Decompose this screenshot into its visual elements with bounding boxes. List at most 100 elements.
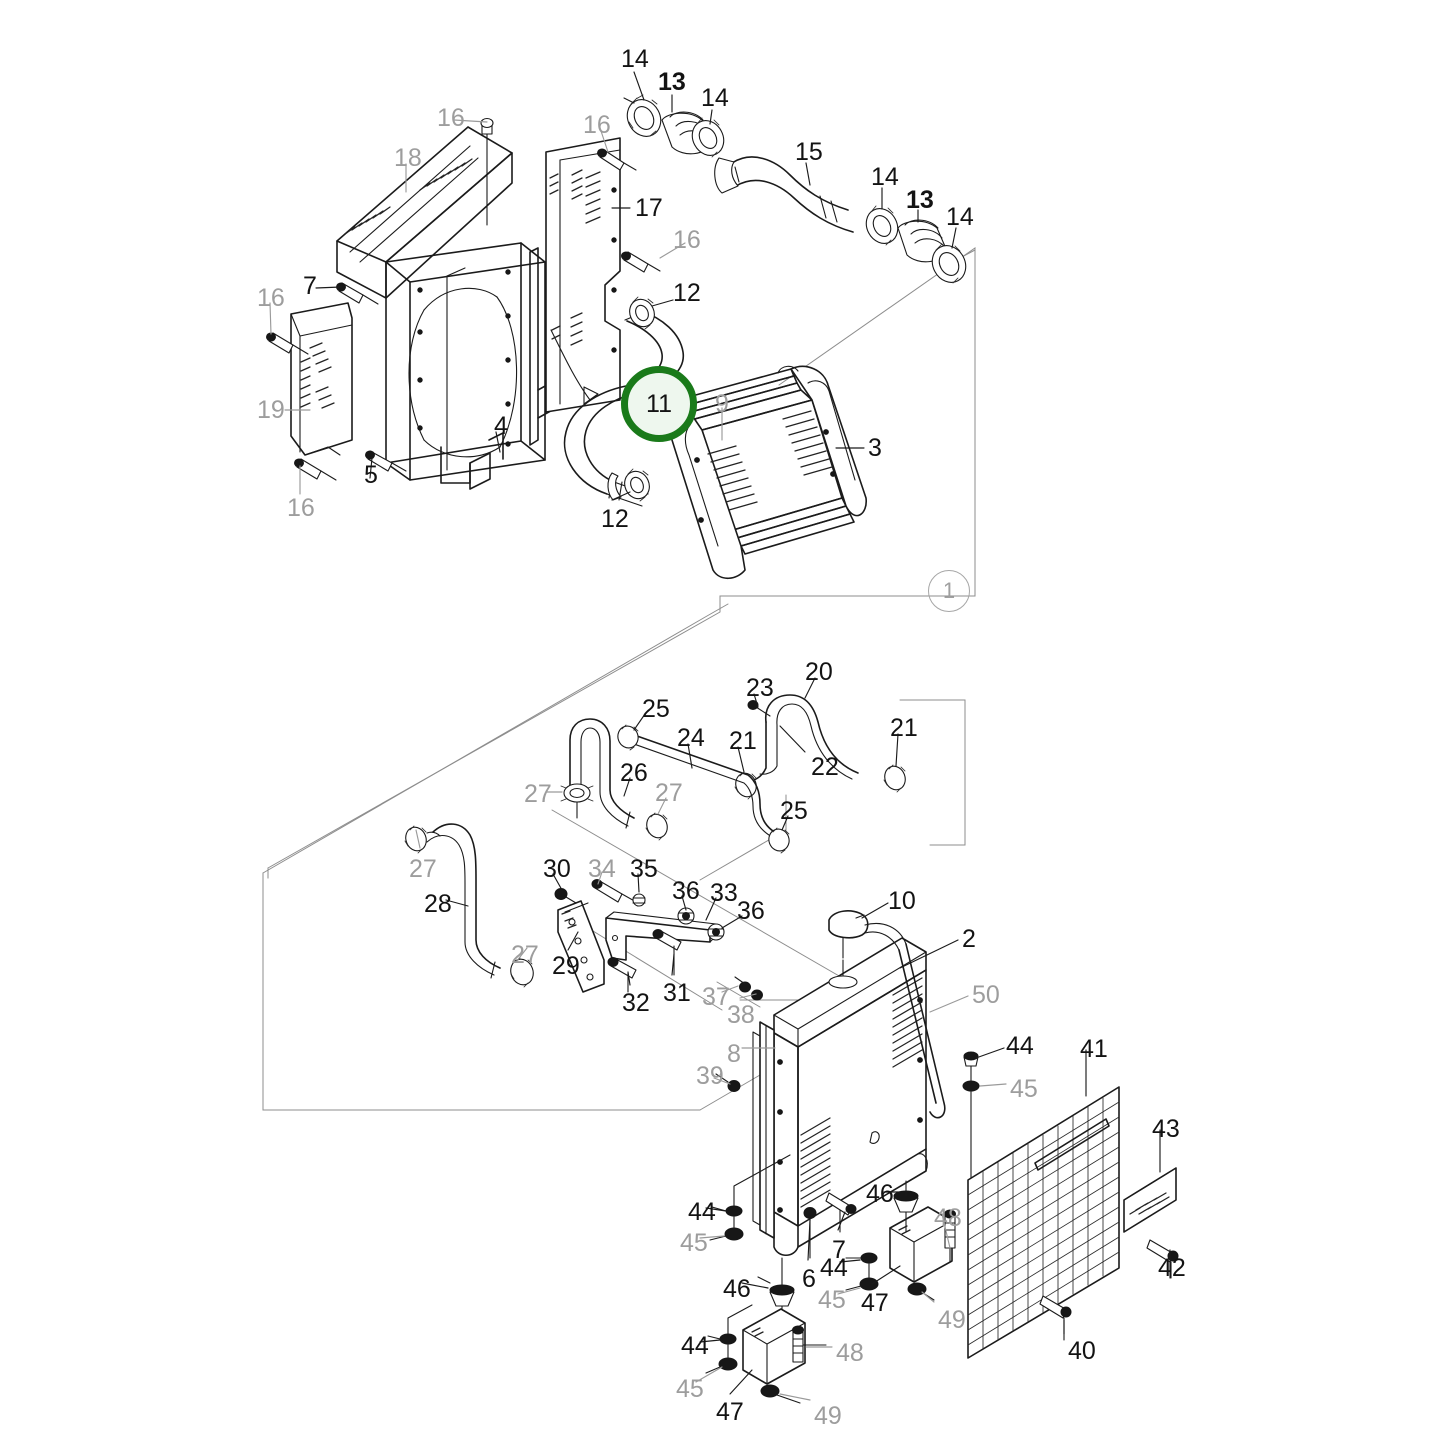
hose-ferrule	[607, 472, 622, 501]
part-callout-27[interactable]: 27	[524, 780, 552, 808]
part-callout-41[interactable]: 41	[1080, 1035, 1108, 1063]
part-callout-16[interactable]: 16	[673, 226, 701, 254]
part-callout-17[interactable]: 17	[635, 194, 663, 222]
part-callout-29[interactable]: 29	[552, 952, 580, 980]
part-callout-48[interactable]: 48	[836, 1339, 864, 1367]
part-50-overflow-tube	[864, 923, 946, 1119]
part-callout-44[interactable]: 44	[688, 1198, 716, 1226]
part-callout-4[interactable]: 4	[494, 412, 508, 440]
part-callout-25[interactable]: 25	[642, 695, 670, 723]
part-callout-50[interactable]: 50	[972, 981, 1000, 1009]
part-callout-46[interactable]: 46	[866, 1180, 894, 1208]
part-callout-33[interactable]: 33	[710, 879, 738, 907]
part-callout-14[interactable]: 14	[621, 45, 649, 73]
part-14-clamp-c	[865, 205, 899, 246]
part-27-fitting-b	[645, 812, 668, 841]
part-callout-14[interactable]: 14	[701, 84, 729, 112]
part-callout-22[interactable]: 22	[811, 753, 839, 781]
part-callout-2[interactable]: 2	[962, 925, 976, 953]
part-callout-45[interactable]: 45	[1010, 1075, 1038, 1103]
part-callout-27[interactable]: 27	[511, 941, 539, 969]
part-callout-16[interactable]: 16	[287, 494, 315, 522]
part-callout-8[interactable]: 8	[727, 1040, 741, 1068]
part-callout-35[interactable]: 35	[630, 855, 658, 883]
part-34-bolt	[591, 879, 639, 904]
part-callout-47[interactable]: 47	[861, 1289, 889, 1317]
part-callout-32[interactable]: 32	[622, 989, 650, 1017]
part-14-clamp-a	[623, 94, 662, 137]
part-callout-24[interactable]: 24	[677, 724, 705, 752]
part-3-charge-air-cooler	[667, 365, 867, 580]
reference-marker-number: 1	[942, 578, 956, 603]
part-callout-6[interactable]: 6	[802, 1265, 816, 1293]
part-callout-36[interactable]: 36	[672, 877, 700, 905]
part-callout-26[interactable]: 26	[620, 759, 648, 787]
part-callout-48[interactable]: 48	[934, 1204, 962, 1232]
part-callout-42[interactable]: 42	[1158, 1254, 1186, 1282]
bracket-29-plate	[557, 900, 605, 993]
part-20-hose	[765, 694, 859, 780]
part-callout-28[interactable]: 28	[424, 890, 452, 918]
part-callout-16[interactable]: 16	[257, 284, 285, 312]
part-callout-23[interactable]: 23	[746, 674, 774, 702]
part-callout-13[interactable]: 13	[658, 68, 686, 96]
part-callout-12[interactable]: 12	[673, 279, 701, 307]
part-callout-39[interactable]: 39	[696, 1062, 724, 1090]
part-callout-12[interactable]: 12	[601, 505, 629, 533]
part-callout-47[interactable]: 47	[716, 1398, 744, 1426]
part-callout-10[interactable]: 10	[888, 887, 916, 915]
part-callout-43[interactable]: 43	[1152, 1115, 1180, 1143]
part-14-clamp-b	[691, 117, 725, 158]
part-callout-44[interactable]: 44	[820, 1254, 848, 1282]
part-10-radiator-cap	[828, 910, 869, 959]
part-callout-3[interactable]: 3	[868, 434, 882, 462]
part-callout-20[interactable]: 20	[805, 658, 833, 686]
part-callout-44[interactable]: 44	[681, 1332, 709, 1360]
part-callout-45[interactable]: 45	[680, 1229, 708, 1257]
part-2-radiator	[752, 937, 928, 1257]
part-36-nut-right	[707, 923, 725, 941]
part-36-nut-left	[677, 907, 695, 925]
highlight-circle-11[interactable]: 11	[621, 366, 697, 442]
part-49-nut-lower	[760, 1384, 801, 1404]
part-callout-16[interactable]: 16	[437, 104, 465, 132]
part-28-hose	[426, 823, 501, 979]
part-callout-40[interactable]: 40	[1068, 1337, 1096, 1365]
part-callout-27[interactable]: 27	[409, 855, 437, 883]
part-callout-44[interactable]: 44	[1006, 1032, 1034, 1060]
part-callout-7[interactable]: 7	[832, 1236, 846, 1264]
part-callout-36[interactable]: 36	[737, 897, 765, 925]
highlight-number: 11	[646, 389, 672, 418]
part-callout-25[interactable]: 25	[780, 797, 808, 825]
part-callout-7[interactable]: 7	[303, 272, 317, 300]
part-callout-49[interactable]: 49	[814, 1402, 842, 1430]
part-callout-45[interactable]: 45	[818, 1286, 846, 1314]
part-callout-37[interactable]: 37	[702, 983, 730, 1011]
part-callout-15[interactable]: 15	[795, 138, 823, 166]
part-callout-13[interactable]: 13	[906, 186, 934, 214]
part-callout-49[interactable]: 49	[938, 1306, 966, 1334]
part-46-isolator-lower	[757, 1257, 795, 1331]
part-callout-45[interactable]: 45	[676, 1375, 704, 1403]
part-callout-21[interactable]: 21	[890, 714, 918, 742]
part-callout-21[interactable]: 21	[729, 727, 757, 755]
part-callout-18[interactable]: 18	[394, 144, 422, 172]
part-40-screw	[1039, 1295, 1072, 1341]
part-callout-38[interactable]: 38	[727, 1001, 755, 1029]
reference-marker-1[interactable]: 1	[928, 570, 970, 612]
part-callout-9[interactable]: 9	[715, 390, 729, 418]
part-callout-30[interactable]: 30	[543, 855, 571, 883]
part-27-fitting-c	[404, 825, 441, 854]
leader-lines	[269, 71, 1171, 1401]
part-callout-19[interactable]: 19	[257, 396, 285, 424]
part-callout-16[interactable]: 16	[583, 111, 611, 139]
part-callout-27[interactable]: 27	[655, 779, 683, 807]
part-callout-14[interactable]: 14	[871, 163, 899, 191]
part-callout-46[interactable]: 46	[723, 1275, 751, 1303]
part-callout-34[interactable]: 34	[588, 855, 616, 883]
part-callout-5[interactable]: 5	[364, 461, 378, 489]
part-callout-31[interactable]: 31	[663, 979, 691, 1007]
part-callout-14[interactable]: 14	[946, 203, 974, 231]
